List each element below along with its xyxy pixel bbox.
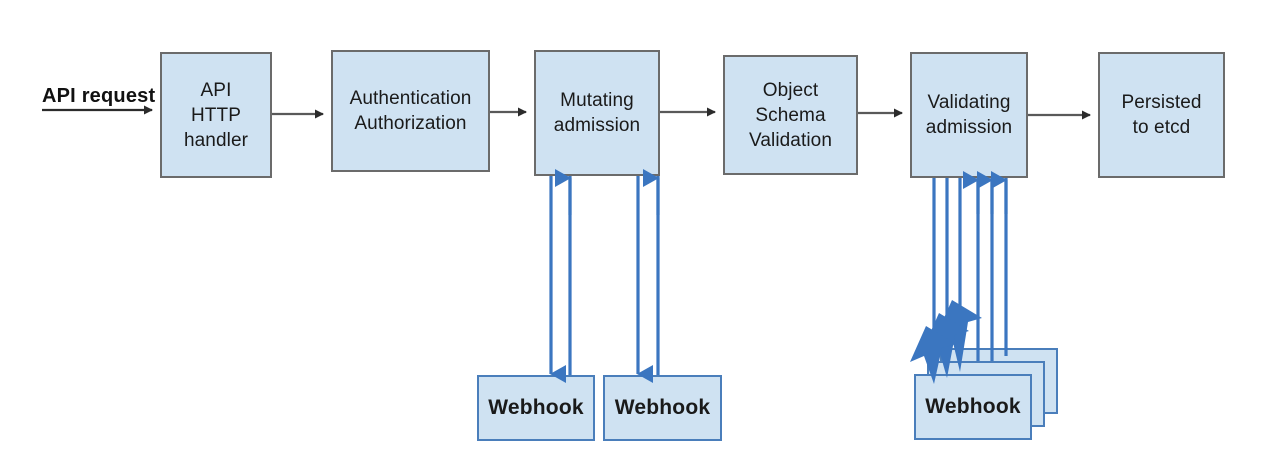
node-validating-admission[interactable]: Validating admission (910, 52, 1028, 178)
node-validating-admission-label: Validating admission (925, 92, 1013, 138)
webhook-return-arrowheads-validating (963, 171, 1008, 214)
node-persisted-to-etcd[interactable]: Persisted to etcd (1098, 52, 1225, 178)
node-authentication-authorization-label: Authentication Authorization (349, 88, 472, 134)
node-api-http-handler-label: API HTTP handler (183, 79, 249, 151)
node-validating-webhook-stack-front-label: Webhook (925, 395, 1021, 418)
api-request-label: API request (42, 85, 156, 107)
node-mutating-webhook-2-label: Webhook (614, 396, 711, 419)
node-object-schema-validation[interactable]: Object Schema Validation (723, 55, 858, 175)
node-mutating-webhook-1[interactable]: Webhook (477, 375, 595, 441)
node-mutating-admission-label: Mutating admission (553, 90, 641, 136)
node-api-http-handler[interactable]: API HTTP handler (160, 52, 272, 178)
webhook-call-arrows-mutating (549, 176, 653, 383)
node-persisted-to-etcd-label: Persisted to etcd (1121, 92, 1202, 138)
node-object-schema-validation-label: Object Schema Validation (748, 79, 833, 151)
node-mutating-webhook-1-label: Webhook (488, 396, 584, 419)
node-validating-webhook-stack-front[interactable]: Webhook (914, 374, 1032, 440)
node-authentication-authorization[interactable]: Authentication Authorization (331, 50, 490, 172)
webhook-call-lines-validating (932, 178, 962, 330)
webhook-return-arrowheads-mutating (555, 169, 660, 215)
node-mutating-admission[interactable]: Mutating admission (534, 50, 660, 176)
node-mutating-webhook-2[interactable]: Webhook (603, 375, 722, 441)
